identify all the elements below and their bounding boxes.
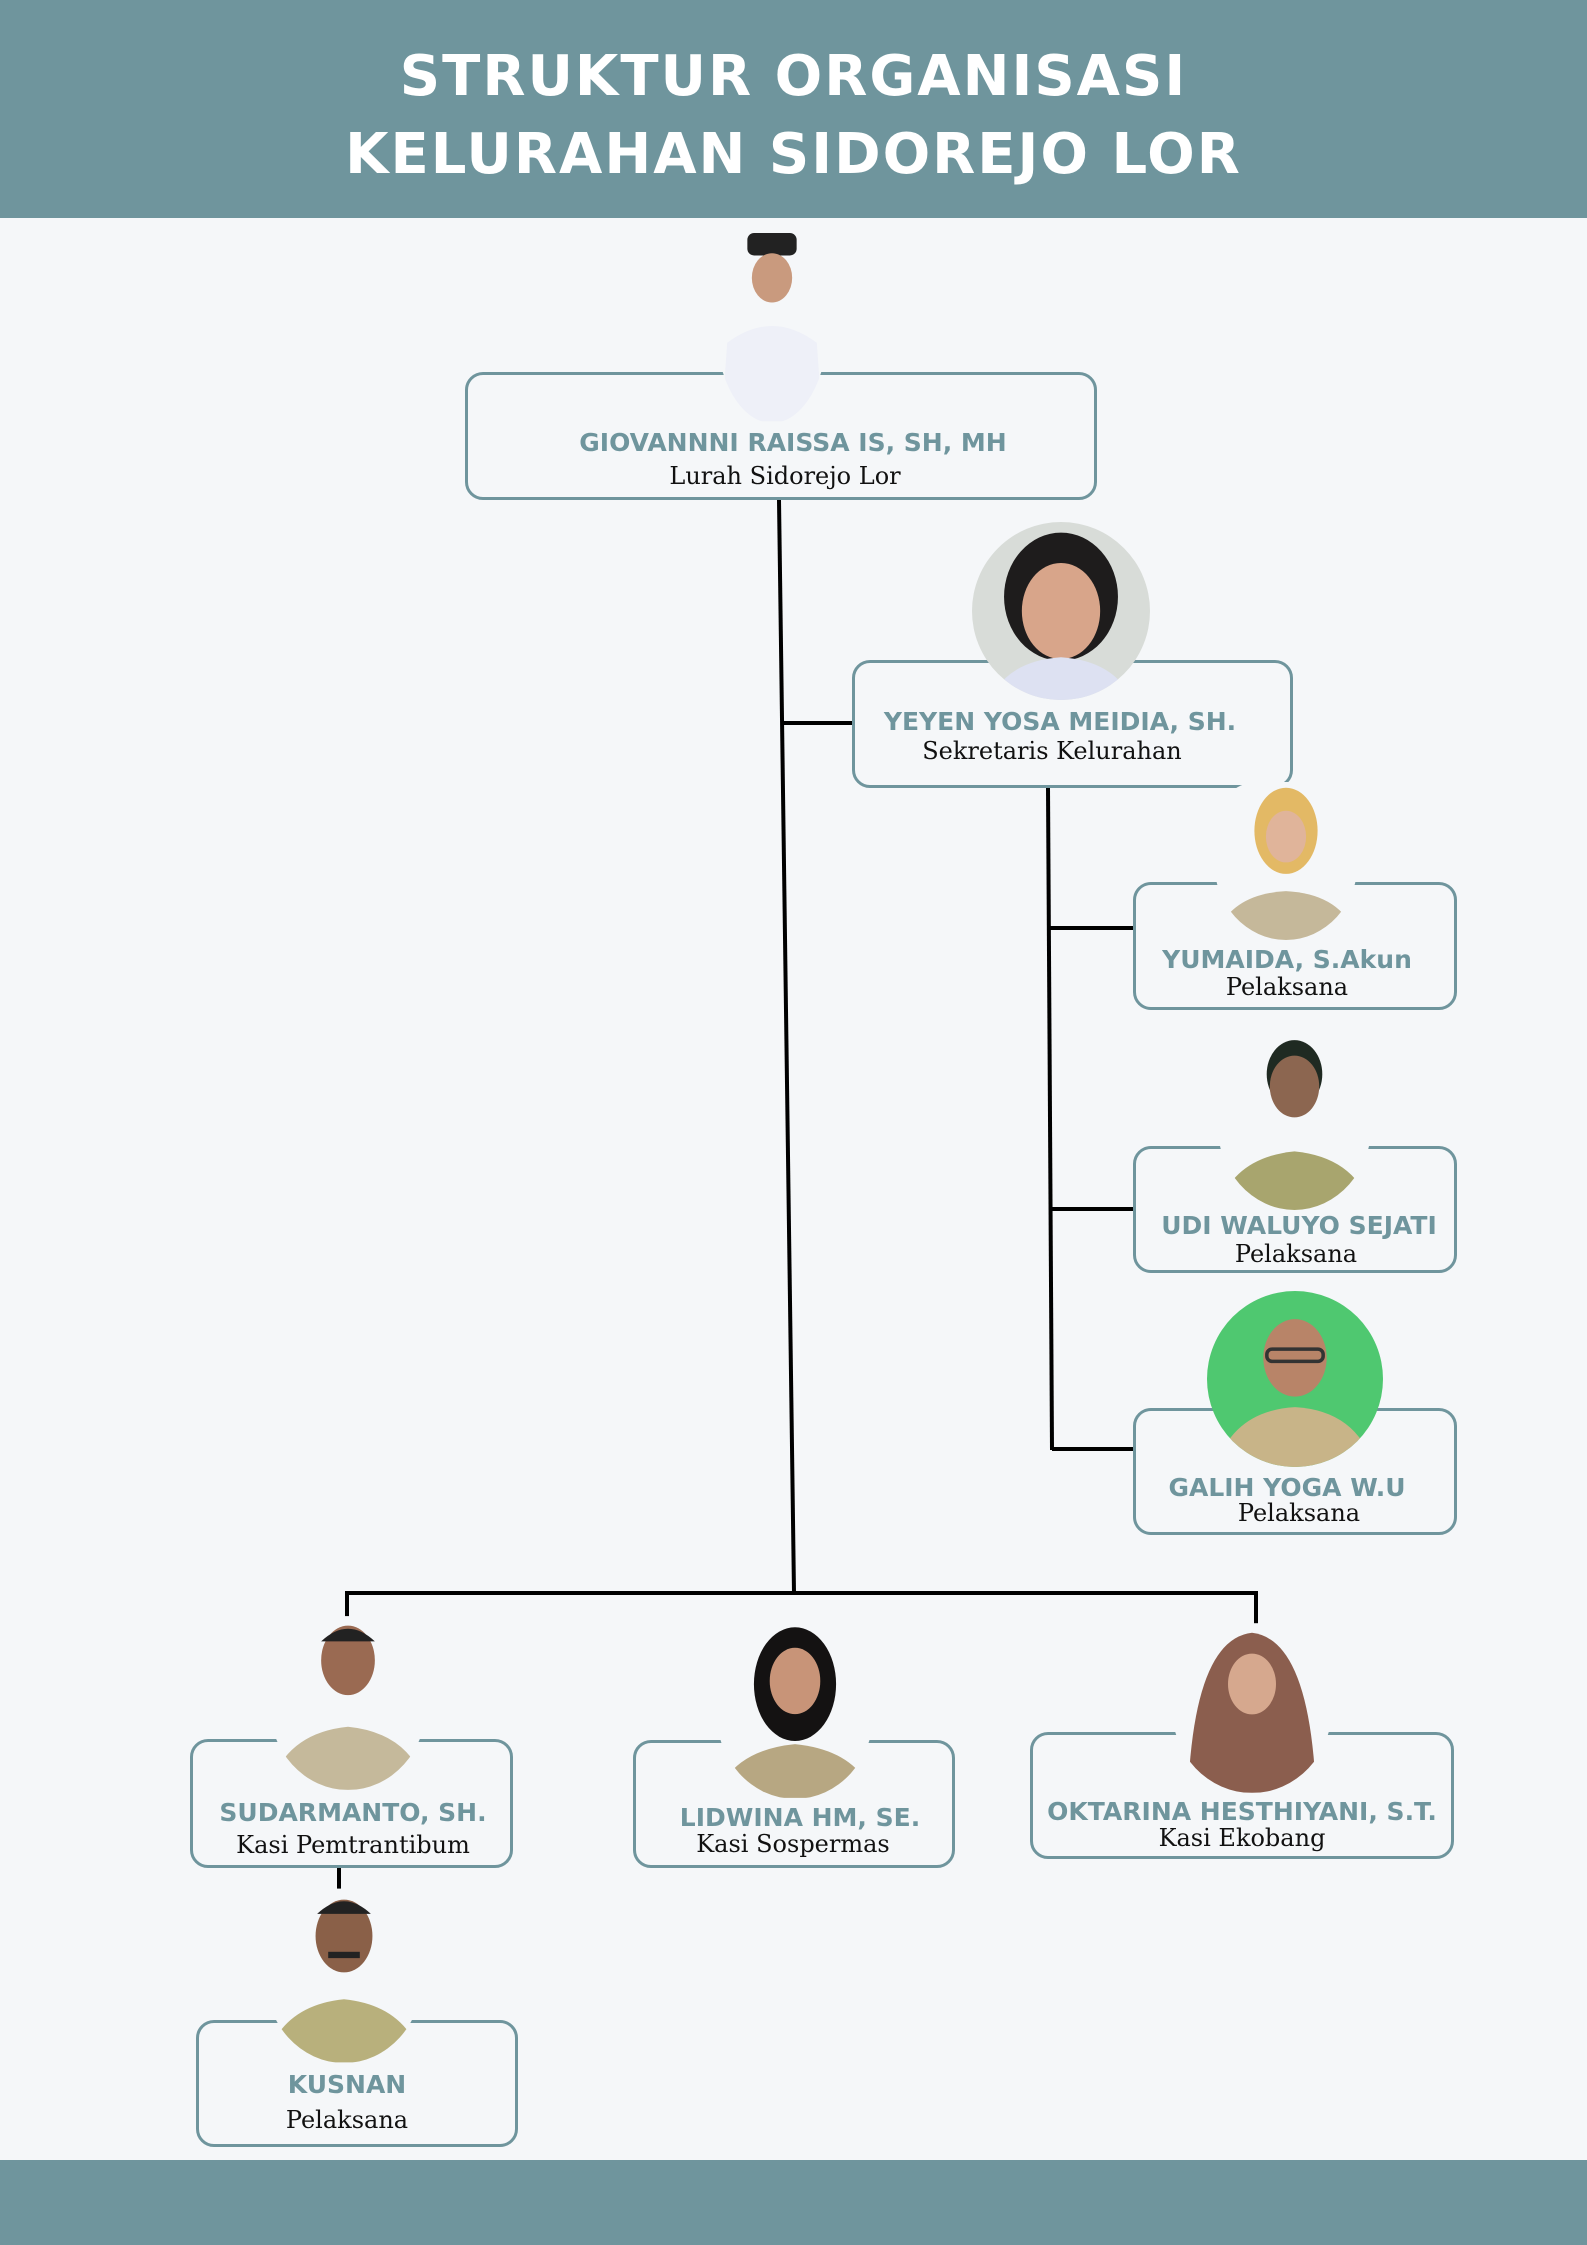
member-name: KUSNAN xyxy=(287,2070,407,2099)
member-role: Pelaksana xyxy=(285,2106,409,2134)
member-name: YUMAIDA, S.Akun xyxy=(1162,945,1412,974)
member-role: Kasi Pemtrantibum xyxy=(236,1831,470,1859)
member-role: Kasi Ekobang xyxy=(1158,1824,1326,1852)
member-name: SUDARMANTO, SH. xyxy=(219,1798,487,1827)
page-title-line2: KELURAHAN SIDOREJO LOR xyxy=(345,122,1242,187)
member-role: Pelaksana xyxy=(1225,973,1349,1001)
photo-sudarmanto xyxy=(269,1616,427,1790)
photo-yumaida xyxy=(1214,782,1358,940)
connector-sekretaris-vertical xyxy=(1046,787,1054,1451)
footer-banner xyxy=(0,2160,1587,2245)
member-role: Pelaksana xyxy=(1234,1240,1358,1268)
photo-lurah xyxy=(716,229,828,423)
photo-oktarina xyxy=(1172,1623,1332,1793)
member-name: LIDWINA HM, SE. xyxy=(679,1803,921,1832)
member-name: GIOVANNNI RAISSA IS, SH, MH xyxy=(579,428,1007,457)
photo-lidwina xyxy=(716,1623,874,1799)
page-title-line1: STRUKTUR ORGANISASI xyxy=(399,44,1188,109)
member-name: UDI WALUYO SEJATI xyxy=(1161,1211,1437,1240)
photo-kusnan xyxy=(265,1888,423,2063)
connector-main-vertical xyxy=(777,499,796,1594)
member-role: Lurah Sidorejo Lor xyxy=(669,462,901,490)
member-name: GALIH YOGA W.U xyxy=(1168,1473,1406,1502)
member-name: OKTARINA HESTHIYANI, S.T. xyxy=(1047,1797,1437,1826)
header-banner: STRUKTUR ORGANISASI KELURAHAN SIDOREJO L… xyxy=(0,0,1587,218)
member-role: Pelaksana xyxy=(1237,1499,1361,1527)
photo-udi xyxy=(1217,1034,1372,1210)
photo-sekretaris xyxy=(972,522,1150,700)
member-role: Kasi Sospermas xyxy=(696,1830,890,1858)
member-name: YEYEN YOSA MEIDIA, SH. xyxy=(883,707,1237,736)
member-role: Sekretaris Kelurahan xyxy=(922,737,1182,765)
photo-galih xyxy=(1207,1291,1383,1467)
